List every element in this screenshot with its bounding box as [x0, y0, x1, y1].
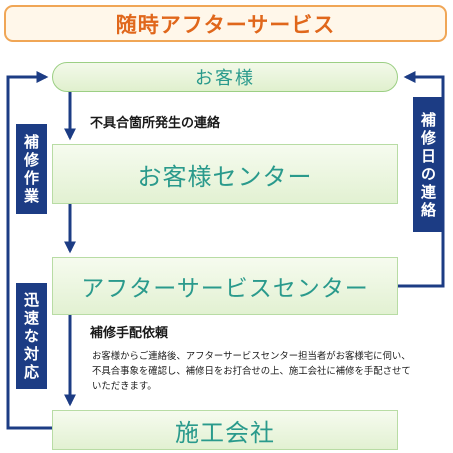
quick-response-char: 速 [23, 309, 39, 327]
repair-date-char: 日 [420, 146, 436, 165]
construction-company-node: 施工会社 [52, 410, 398, 450]
repair-date-contact-tag: 補 修 日 の 連 絡 [413, 97, 444, 232]
repair-work-char: 修 [23, 151, 39, 169]
quick-response-char: 迅 [23, 291, 39, 309]
after-service-center-label: アフターサービスセンター [81, 276, 369, 302]
customer-center-label: お客様センター [137, 162, 313, 191]
title-banner: 随時アフターサービス [4, 5, 447, 42]
quick-response-char: 対 [23, 345, 39, 363]
repair-work-char: 補 [23, 133, 39, 151]
construction-company-label: 施工会社 [175, 418, 275, 447]
left-return-arrow [6, 71, 52, 430]
repair-date-char: の [420, 164, 436, 183]
customer-label: お客様 [195, 68, 255, 89]
repair-work-char: 業 [23, 187, 39, 205]
quick-response-char: 応 [23, 363, 39, 381]
quick-response-char: な [23, 327, 39, 345]
customer-node: お客様 [52, 62, 398, 92]
page-title: 随時アフターサービス [115, 12, 336, 37]
process-description: お客様からご連絡後、アフターサービスセンター担当者がお客様宅に伺い、不具合事象を… [92, 351, 411, 392]
repair-work-tag: 補 修 作 業 [16, 124, 47, 214]
repair-date-char: 絡 [420, 200, 436, 219]
repair-date-char: 補 [420, 110, 436, 129]
repair-work-char: 作 [23, 169, 39, 187]
repair-date-char: 修 [420, 128, 436, 147]
repair-request-label: 補修手配依頼 [90, 326, 169, 341]
customer-center-node: お客様センター [52, 144, 398, 204]
quick-response-tag: 迅 速 な 対 応 [16, 283, 47, 389]
defect-report-label: 不具合箇所発生の連絡 [90, 116, 221, 131]
repair-date-char: 連 [420, 182, 436, 201]
after-service-center-node: アフターサービスセンター [52, 257, 398, 315]
